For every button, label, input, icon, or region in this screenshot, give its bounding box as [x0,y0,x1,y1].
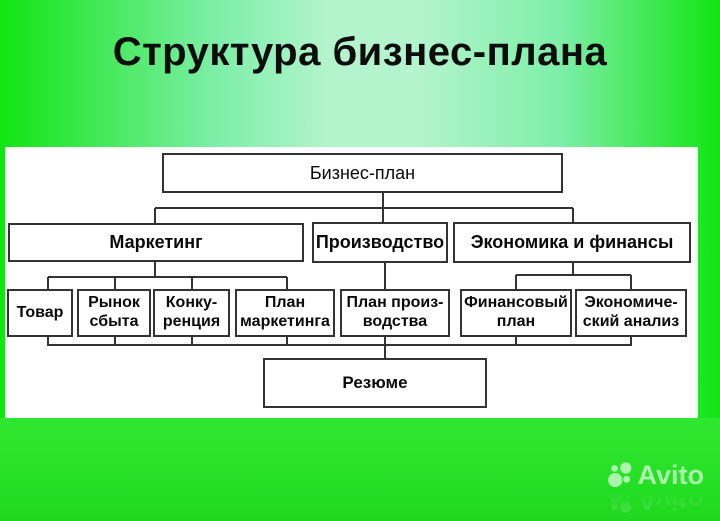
avito-watermark-text: Avito [637,460,705,490]
avito-watermark-main: Avito [607,460,705,491]
avito-logo-icon [607,462,631,488]
node-rezyume: Резюме [263,358,487,408]
node-proizvodstvo: Производство [312,222,448,263]
avito-watermark-reflection-text: Avito [637,485,705,515]
node-biznes-plan: Бизнес-план [162,153,563,193]
node-konkurenciya: Конку- ренция [153,289,230,337]
page-title: Структура бизнес-плана [112,30,608,74]
node-ekonomicheskij-analiz: Экономиче- ский анализ [575,289,687,337]
avito-watermark-reflection: Avito [607,484,705,515]
avito-logo-reflection-icon [607,487,631,513]
node-rynok-sbyta: Рынок сбыта [77,289,151,337]
node-plan-proizvodstva: План произ- водства [340,289,450,337]
avito-watermark: Avito Avito [607,460,705,515]
bottom-green-band [0,418,720,521]
node-ekonomika-i-finansy: Экономика и финансы [453,222,691,263]
node-tovar: Товар [7,289,73,337]
node-plan-marketinga: План маркетинга [235,289,335,337]
node-finansovyj-plan: Финансовый план [460,289,572,337]
node-marketing: Маркетинг [8,223,304,262]
